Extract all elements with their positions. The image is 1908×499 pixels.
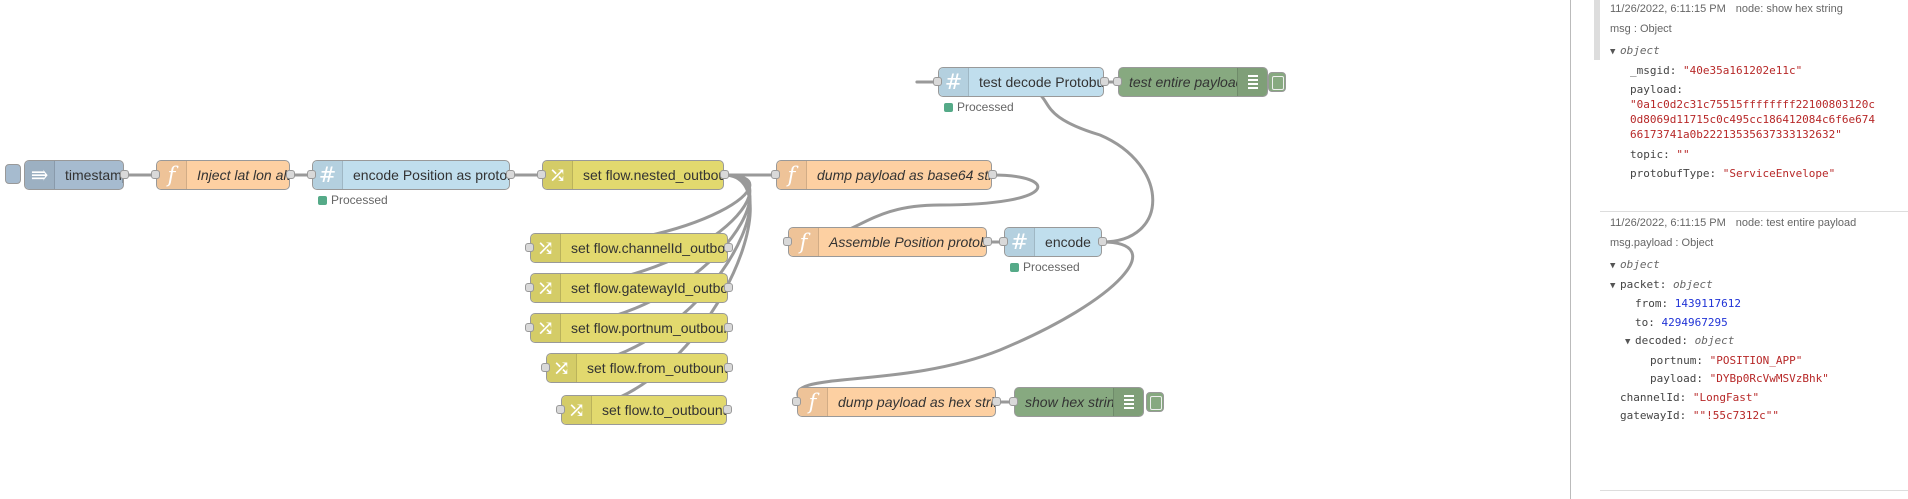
input-port[interactable] — [556, 405, 565, 414]
function-icon: f — [789, 228, 819, 256]
flow-canvas[interactable]: ⇛ timestamp f Inject lat lon alt # encod… — [0, 0, 1570, 499]
output-port[interactable] — [720, 170, 729, 179]
debug-toggle-button[interactable] — [1268, 72, 1286, 92]
output-port[interactable] — [120, 170, 129, 179]
expand-triangle-icon[interactable]: ▼ — [1610, 280, 1616, 291]
shuffle-icon: ⤮ — [531, 314, 561, 342]
shuffle-icon: ⤮ — [531, 274, 561, 302]
output-port[interactable] — [983, 237, 992, 246]
sidebar-scrollbar[interactable] — [1594, 0, 1600, 60]
debug-message-type: msg.payload : Object — [1610, 237, 1714, 249]
shuffle-icon: ⤮ — [543, 161, 573, 189]
status-dot-icon — [944, 102, 953, 112]
node-dump-hex[interactable]: f dump payload as hex string — [792, 387, 1001, 417]
output-port[interactable] — [988, 170, 997, 179]
wire — [534, 173, 752, 290]
debug-node-link[interactable]: node: test entire payload — [1735, 217, 1857, 229]
expand-triangle-icon[interactable]: ▼ — [1610, 261, 1616, 271]
input-port[interactable] — [933, 77, 942, 86]
debug-message-type: msg : Object — [1610, 23, 1672, 35]
list-icon — [1113, 388, 1143, 416]
list-icon — [1237, 68, 1267, 96]
node-test-entire-payload[interactable]: test entire payload — [1113, 67, 1268, 97]
input-port[interactable] — [541, 363, 550, 372]
node-set-nested-outbound[interactable]: ⤮ set flow.nested_outbound — [537, 160, 729, 190]
output-port[interactable] — [724, 363, 733, 372]
shuffle-icon: ⤮ — [531, 234, 561, 262]
divider — [1600, 490, 1908, 491]
expand-triangle-icon[interactable]: ▼ — [1625, 337, 1631, 347]
node-show-hex-string[interactable]: show hex string — [1009, 387, 1144, 417]
output-port[interactable] — [724, 283, 733, 292]
input-port[interactable] — [151, 170, 160, 179]
node-set-channelid[interactable]: ⤮ set flow.channelId_outbound — [525, 233, 733, 263]
debug-object-tree[interactable]: ▼object ▼packet: object from: 1439117612… — [1610, 258, 1829, 422]
debug-sidebar — [1570, 0, 1908, 499]
expand-triangle-icon[interactable]: ▼ — [1610, 47, 1616, 57]
divider — [1600, 211, 1908, 212]
node-inject-lat-lon-alt[interactable]: f Inject lat lon alt — [151, 160, 295, 190]
node-set-portnum[interactable]: ⤮ set flow.portnum_outbound — [525, 313, 733, 343]
debug-node-link[interactable]: node: show hex string — [1735, 3, 1843, 15]
node-dump-base64[interactable]: f dump payload as base64 string — [771, 160, 997, 190]
input-port[interactable] — [525, 283, 534, 292]
function-icon: f — [777, 161, 807, 189]
status-dot-icon — [1010, 262, 1019, 272]
function-icon: f — [798, 388, 828, 416]
flow-wires — [124, 80, 1155, 412]
hash-icon: # — [939, 68, 969, 96]
input-port[interactable] — [771, 170, 780, 179]
status-dot-icon — [318, 195, 327, 205]
input-port[interactable] — [783, 237, 792, 246]
input-port[interactable] — [307, 170, 316, 179]
node-assemble-position[interactable]: f Assemble Position protobuf — [783, 227, 992, 257]
output-port[interactable] — [724, 323, 733, 332]
node-status: Processed — [1010, 260, 1080, 274]
debug-toggle-button[interactable] — [1146, 392, 1164, 412]
output-port[interactable] — [992, 397, 1001, 406]
output-port[interactable] — [1098, 237, 1107, 246]
inject-trigger-button[interactable] — [5, 164, 21, 184]
output-port[interactable] — [506, 170, 515, 179]
node-status: Processed — [318, 193, 388, 207]
shuffle-icon: ⤮ — [547, 354, 577, 382]
hash-icon: # — [1005, 228, 1035, 256]
input-port[interactable] — [1113, 77, 1122, 86]
arrow-in-icon: ⇛ — [25, 161, 55, 189]
shuffle-icon: ⤮ — [562, 396, 592, 424]
output-port[interactable] — [1100, 77, 1109, 86]
function-icon: f — [157, 161, 187, 189]
output-port[interactable] — [724, 243, 733, 252]
wire — [796, 240, 1135, 401]
node-encode[interactable]: # encode — [999, 227, 1107, 257]
node-timestamp[interactable]: ⇛ timestamp — [24, 160, 129, 190]
input-port[interactable] — [525, 323, 534, 332]
output-port[interactable] — [723, 405, 732, 414]
node-set-from[interactable]: ⤮ set flow.from_outbound — [541, 353, 733, 383]
node-test-decode-protobuf[interactable]: # test decode Protobuf — [933, 67, 1109, 97]
node-status: Processed — [944, 100, 1014, 114]
input-port[interactable] — [792, 397, 801, 406]
input-port[interactable] — [999, 237, 1008, 246]
debug-object-tree[interactable]: ▼object _msgid: "40e35a161202e11c" paylo… — [1610, 44, 1876, 180]
input-port[interactable] — [1009, 397, 1018, 406]
hash-icon: # — [313, 161, 343, 189]
input-port[interactable] — [537, 170, 546, 179]
node-encode-position[interactable]: # encode Position as protobuf — [307, 160, 515, 190]
node-set-to[interactable]: ⤮ set flow.to_outbound — [556, 395, 732, 425]
node-set-gatewayid[interactable]: ⤮ set flow.gatewayId_outbound — [525, 273, 733, 303]
input-port[interactable] — [525, 243, 534, 252]
output-port[interactable] — [286, 170, 295, 179]
